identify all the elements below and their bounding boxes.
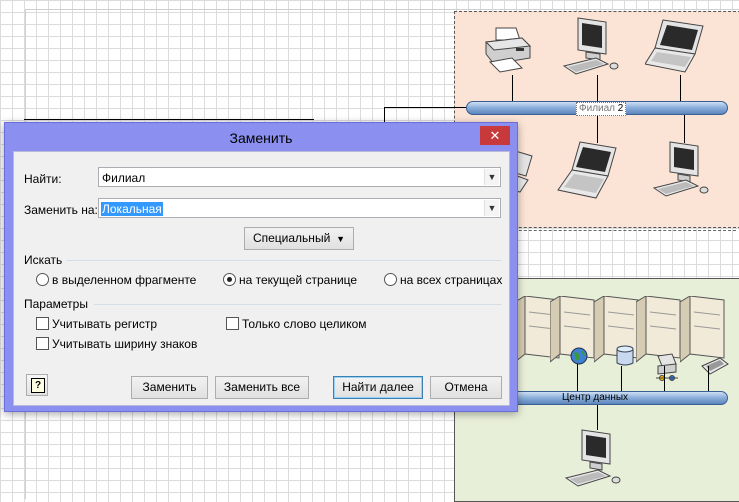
search-group-title: Искать [24,253,63,267]
special-button[interactable]: Специальный ▼ [244,227,354,250]
special-button-label: Специальный [252,231,331,245]
radio-all-pages-label[interactable]: на всех страницах [400,273,503,287]
help-button[interactable]: ? [26,374,48,396]
laptop-icon[interactable] [556,140,620,204]
laptop-icon[interactable] [645,18,709,76]
replace-combobox[interactable]: Локальная ▼ [98,198,501,218]
connector-line [577,364,578,392]
connector-line [680,75,681,102]
connector-line [621,366,622,392]
server-icon[interactable] [680,296,726,368]
radio-current-page-label[interactable]: на текущей странице [239,273,358,287]
connector-line [384,107,468,108]
params-group-title: Параметры [24,297,88,311]
match-case-checkbox[interactable] [36,317,49,330]
close-button[interactable]: ✕ [480,126,510,145]
connector-line [384,107,385,122]
dialog-title: Заменить [229,130,293,146]
connector-line [708,366,709,392]
replace-all-button[interactable]: Заменить все [215,376,309,399]
radio-selection-label[interactable]: в выделенном фрагменте [52,273,197,287]
radio-selection[interactable] [36,273,49,286]
behind-dialog-shape [24,119,314,124]
server-icon[interactable] [550,296,596,368]
connector-line [684,115,685,143]
selection-edge [474,230,736,231]
connector-line [597,75,598,102]
params-group-divider [94,304,502,305]
radio-current-page[interactable] [223,273,236,286]
desktop-computer-icon[interactable] [562,428,626,494]
dialog-titlebar[interactable]: Заменить ✕ [5,123,517,151]
server-icon[interactable] [594,296,640,368]
server-icon[interactable] [636,296,682,368]
connector-line [597,115,598,143]
caret-down-icon: ▼ [333,234,346,244]
match-case-label[interactable]: Учитывать регистр [52,317,158,331]
branch-bus-label[interactable]: Филиал 2 [576,102,627,116]
keyboard-icon [700,356,730,376]
desktop-computer-icon[interactable] [560,14,624,80]
printer-icon[interactable] [482,24,534,76]
replace-label: Заменить на: [24,203,98,217]
search-group-divider [66,260,502,261]
replace-button[interactable]: Заменить [131,376,208,399]
close-icon: ✕ [489,128,501,143]
switch-icon [652,352,682,382]
help-icon: ? [31,378,45,393]
find-input[interactable]: Филиал [102,171,146,185]
globe-icon [570,347,588,365]
cancel-button[interactable]: Отмена [430,376,502,399]
radio-all-pages[interactable] [384,273,397,286]
replace-input[interactable]: Локальная [101,202,163,216]
match-width-label[interactable]: Учитывать ширину знаков [52,337,198,351]
find-label: Найти: [24,172,62,186]
connector-line [597,404,598,430]
page-edge-top [25,9,739,10]
replace-dialog: Заменить ✕ Найти: Филиал ▼ Заменить на: … [4,122,518,412]
database-icon [616,345,634,367]
whole-word-label[interactable]: Только слово целиком [242,317,367,331]
desktop-computer-icon[interactable] [650,140,714,202]
find-next-button[interactable]: Найти далее [333,376,423,399]
connector-line [664,366,665,392]
dialog-body: Найти: Филиал ▼ Заменить на: Локальная ▼… [13,151,510,406]
chevron-down-icon[interactable]: ▼ [484,169,499,185]
chevron-down-icon[interactable]: ▼ [484,200,499,216]
find-combobox[interactable]: Филиал ▼ [98,167,501,187]
match-width-checkbox[interactable] [36,337,49,350]
datacenter-bus-label[interactable]: Центр данных [562,392,629,403]
whole-word-checkbox[interactable] [226,317,239,330]
connector-line [512,75,513,102]
